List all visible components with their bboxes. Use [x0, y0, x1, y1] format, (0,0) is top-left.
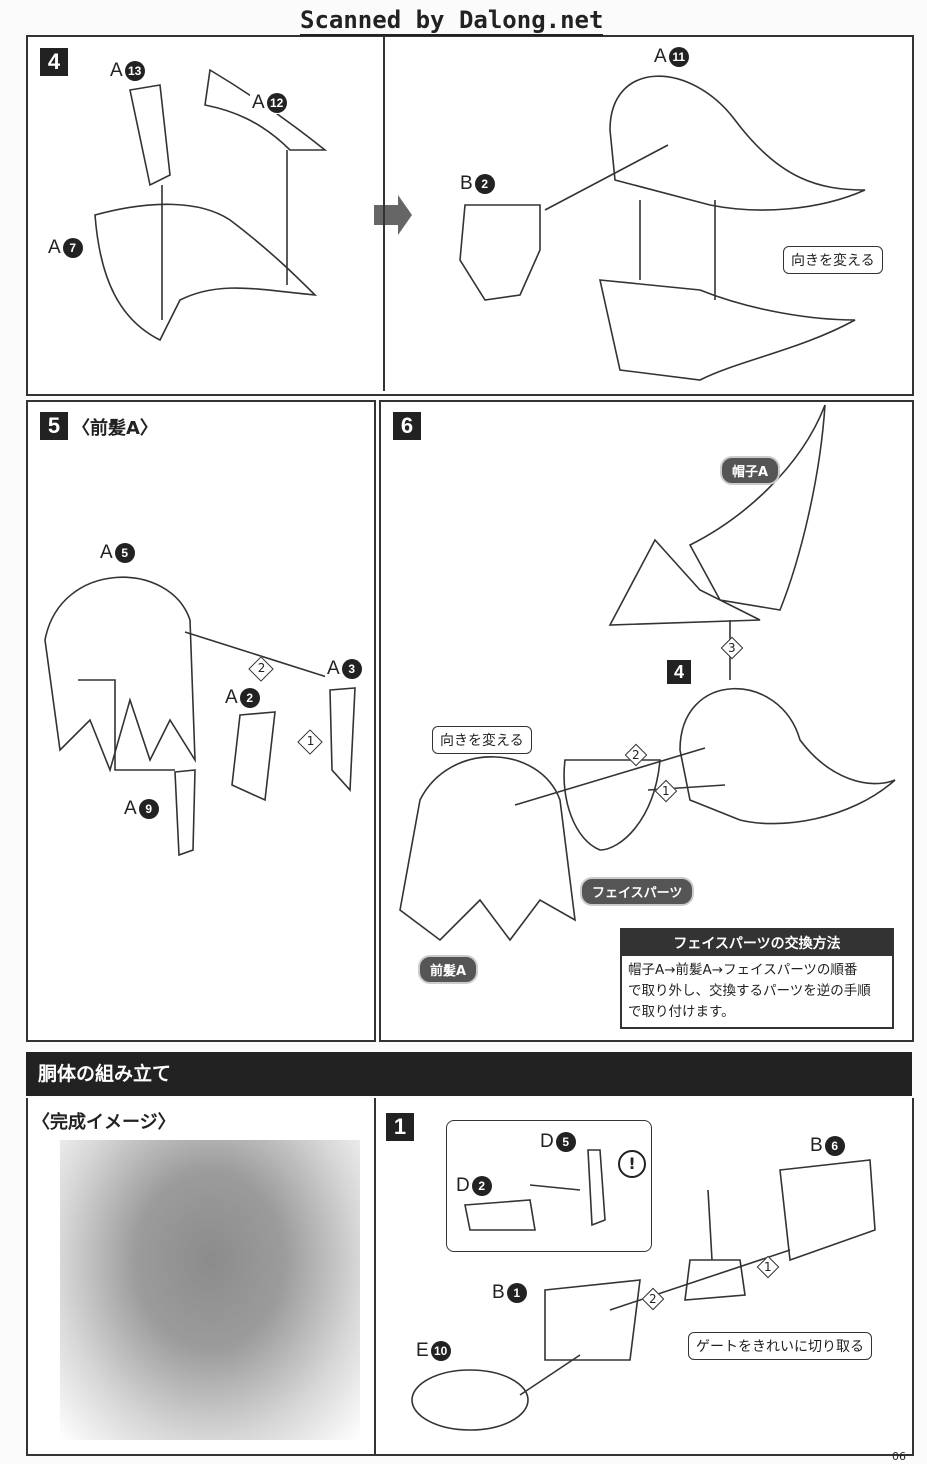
hat-part — [688, 404, 826, 611]
complete-image-title: 〈完成イメージ〉 — [32, 1112, 176, 1133]
hat-brim — [608, 538, 761, 626]
hair-part-a7 — [94, 203, 318, 342]
hair-part-a13 — [129, 84, 171, 187]
face-swap-note: フェイスパーツの交換方法 帽子A→前髪A→フェイスパーツの順番 で取り外し、交換… — [620, 928, 894, 1029]
bangs-label: 前髪A — [418, 955, 479, 984]
gate-callout: ゲートをきれいに切り取る — [688, 1332, 872, 1360]
hat-base-a11 — [609, 75, 866, 211]
bangs-part-a2 — [231, 711, 276, 802]
warning-icon: ! — [618, 1150, 646, 1178]
section-header: 胴体の組み立て — [26, 1052, 912, 1096]
face-label: フェイスパーツ — [580, 877, 695, 906]
part-e10 — [411, 1369, 529, 1431]
hat-assembly-4 — [679, 687, 896, 825]
step-title: 〈前髪A〉 — [72, 418, 158, 439]
face-part — [563, 759, 661, 851]
step-number: 6 — [393, 412, 421, 440]
step-number: 4 — [40, 48, 68, 76]
scan-credit: Scanned by Dalong.net — [300, 6, 604, 36]
bangs-part-a9 — [174, 769, 196, 857]
part-d5 — [587, 1149, 606, 1227]
rotate-callout: 向きを変える — [783, 246, 883, 274]
assembled-joint — [684, 1259, 746, 1301]
hat-label: 帽子A — [720, 456, 781, 485]
detail-box — [446, 1120, 652, 1252]
hat-bottom-assembly — [598, 279, 856, 381]
complete-figure-photo — [60, 1140, 360, 1440]
bangs-part-a5 — [44, 576, 196, 773]
note-line: 帽子A→前髪A→フェイスパーツの順番 — [628, 962, 858, 978]
note-line: で取り付けます。 — [628, 1004, 735, 1020]
part-b6 — [779, 1159, 876, 1262]
page-number: 06 — [892, 1450, 906, 1463]
part-b1 — [544, 1279, 641, 1361]
step-number: 1 — [386, 1113, 414, 1141]
rotate-callout: 向きを変える — [432, 726, 532, 754]
arrow-icon — [374, 195, 412, 235]
note-title: フェイスパーツの交換方法 — [622, 930, 892, 956]
joint-part-b2 — [459, 204, 541, 301]
note-line: で取り外し、交換するパーツを逆の手順 — [628, 983, 871, 999]
bangs-part-a3 — [329, 687, 356, 792]
divider — [383, 36, 385, 391]
bangs-a — [399, 756, 576, 942]
part-d2 — [464, 1199, 536, 1231]
sub-step-number: 4 — [667, 660, 691, 684]
step-number: 5 — [40, 412, 68, 440]
